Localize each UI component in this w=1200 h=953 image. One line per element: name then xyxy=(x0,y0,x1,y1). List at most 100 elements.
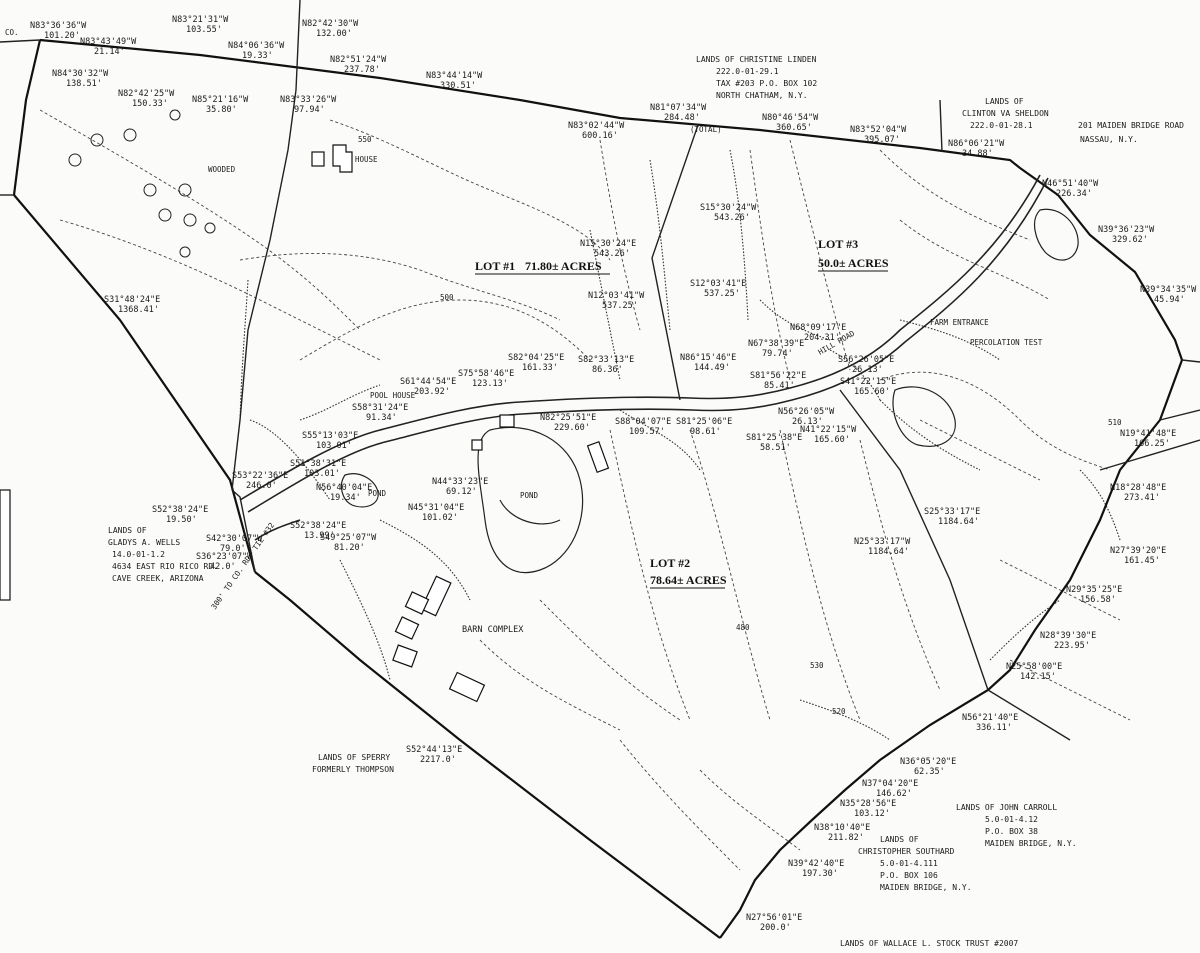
bearing-direction: N15°30'24"E xyxy=(580,239,636,249)
carroll-line-2: 5.0-01-4.12 xyxy=(985,815,1038,824)
bearing-label: S52°38'24"E19.50' xyxy=(152,505,208,525)
bearing-distance: 165.60' xyxy=(854,387,890,397)
sperry-line-2: FORMERLY THOMPSON xyxy=(312,765,394,774)
bearing-distance: 395.07' xyxy=(864,135,900,145)
pool-house-building xyxy=(471,439,483,451)
bearing-label: N67°38'39"E79.74' xyxy=(748,339,804,359)
bearing-distance: 62.35' xyxy=(914,767,945,777)
carroll-line-3: P.O. BOX 38 xyxy=(985,827,1038,836)
bearing-distance: 19.50' xyxy=(166,515,197,525)
bearing-direction: N45°31'04"E xyxy=(408,503,464,513)
bearing-distance: 1184.64' xyxy=(868,547,909,557)
bearing-distance: 26.13' xyxy=(792,417,823,427)
bearing-direction: N82°51'24"W xyxy=(330,55,387,65)
bearing-distance: 284.48' xyxy=(664,113,700,123)
bearing-label: S81°25'38"E58.51' xyxy=(746,433,802,453)
bearing-distance: 91.34' xyxy=(366,413,397,423)
contour-label-500: 500 xyxy=(440,293,454,302)
bearing-distance: 101.20' xyxy=(44,31,80,41)
bearing-distance: 109.57' xyxy=(629,427,665,437)
bearing-distance: 138.51' xyxy=(66,79,102,89)
contour-labels: 550 500 480 530 520 510 xyxy=(358,135,1122,716)
bearing-direction: N56°21'40"E xyxy=(962,713,1018,723)
bearing-distance: 1184.64' xyxy=(938,517,979,527)
bearing-distance: 103.01' xyxy=(316,441,352,451)
bearing-direction: S52°38'24"E xyxy=(290,521,346,531)
bearing-distance: 101.02' xyxy=(422,513,458,523)
bearing-distance: 19.33' xyxy=(242,51,273,61)
bearing-label: N56°40'04"E19.34' xyxy=(316,483,372,503)
bearing-distance: 45.94' xyxy=(1154,295,1185,305)
bearing-direction: S52°44'13"E xyxy=(406,745,462,755)
bearing-direction: N41°22'15"W xyxy=(800,425,857,435)
bearing-direction: S42°30'07"W xyxy=(206,534,263,544)
bearing-direction: S82°33'13"E xyxy=(578,355,634,365)
linden-line-4: NORTH CHATHAM, N.Y. xyxy=(716,91,808,100)
bearing-direction: N12°03'41"W xyxy=(588,291,645,301)
bearing-label: N44°33'23"E69.12' xyxy=(432,477,488,497)
bearing-distance: 42.0' xyxy=(210,562,236,572)
bearing-direction: N82°25'51"E xyxy=(540,413,596,423)
bearing-direction: N27°39'20"E xyxy=(1110,546,1166,556)
barn-1 xyxy=(420,575,452,617)
neighbor-lines xyxy=(0,0,1200,741)
bearing-distance: 21.14' xyxy=(94,47,125,57)
bearing-direction: N68°09'17"E xyxy=(790,323,846,333)
bearing-distance: 123.13' xyxy=(472,379,508,389)
outbuilding xyxy=(499,414,515,428)
bearing-distance: 229.60' xyxy=(554,423,590,433)
lot-3-area: 50.0± ACRES xyxy=(818,256,889,270)
linden-line-3: TAX #203 P.O. BOX 102 xyxy=(716,79,817,88)
bearing-direction: N44°33'23"E xyxy=(432,477,488,487)
bearing-direction: N86°15'46"E xyxy=(680,353,736,363)
lot-2-area: 78.64± ACRES xyxy=(650,573,727,587)
lot-labels: LOT #1 71.80± ACRES LOT #3 50.0± ACRES L… xyxy=(475,237,889,589)
sheldon-line-1: LANDS OF xyxy=(985,97,1024,106)
bearing-direction: N83°52'04"W xyxy=(850,125,907,135)
bearing-direction: S88°04'07"E xyxy=(615,417,671,427)
bearing-label: S52°38'24"E13.99' xyxy=(290,521,346,541)
bearing-label: S82°33'13"E86.36' xyxy=(578,355,634,375)
bearing-distance: 69.12' xyxy=(446,487,477,497)
ponds xyxy=(340,208,1079,574)
tree-symbols xyxy=(68,109,216,258)
pool-house-label: POOL HOUSE xyxy=(370,391,416,400)
bearing-distance: 19.34' xyxy=(330,493,361,503)
bearing-direction: N83°43'49"W xyxy=(80,37,137,47)
bearing-distance: 600.16' xyxy=(582,131,618,141)
bearing-direction: S36°23'07"W xyxy=(196,552,253,562)
bearing-label: N84°06'36"W19.33' xyxy=(228,41,285,61)
bearing-distance: 156.58' xyxy=(1080,595,1116,605)
bearing-label: S56°26'05"E26.13' xyxy=(838,355,894,375)
bearing-distance: 211.82' xyxy=(828,833,864,843)
shed-building xyxy=(311,151,325,167)
bearing-direction: N84°06'36"W xyxy=(228,41,285,51)
total-label: (TOTAL) xyxy=(690,125,722,134)
bearing-direction: S56°26'05"E xyxy=(838,355,894,365)
bearing-label: S81°25'06"E98.61' xyxy=(676,417,732,437)
bearing-direction: N28°39'30"E xyxy=(1040,631,1096,641)
barn-shed xyxy=(586,441,610,473)
bearing-distance: 537.25' xyxy=(704,289,740,299)
bearing-label: S49°25'07"W81.20' xyxy=(320,533,377,553)
bearing-direction: S82°04'25"E xyxy=(508,353,564,363)
bearing-direction: N67°38'39"E xyxy=(748,339,804,349)
bearing-distance: 103.55' xyxy=(186,25,222,35)
bearing-label: N83°43'49"W21.14' xyxy=(80,37,137,57)
lot-2-name: LOT #2 xyxy=(650,556,690,570)
contour-label-520: 520 xyxy=(832,707,846,716)
